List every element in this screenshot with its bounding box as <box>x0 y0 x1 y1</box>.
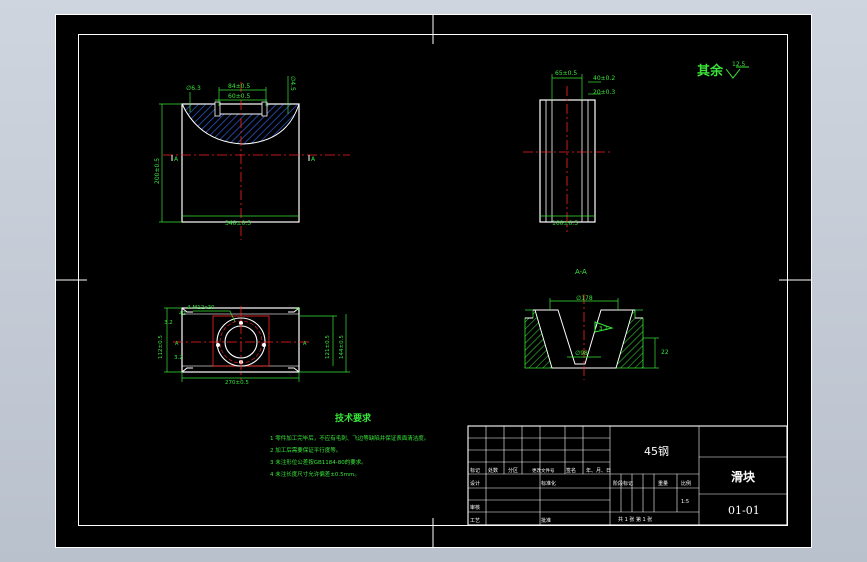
dim-side-65: 65±0.5 <box>555 70 577 77</box>
tb-process: 工艺 <box>470 518 480 524</box>
top-section-marker-right: A <box>303 341 307 347</box>
dim-top-42: 42 <box>179 311 186 317</box>
dim-top-144: 144±0.5 <box>339 335 345 359</box>
front-view: A A 84±0.5 60±0.5 ∅6.3 ∅4.5 200±0.5 340±… <box>154 76 350 240</box>
tb-label-zone: 分区 <box>508 467 518 474</box>
tb-label-date: 年、月、日 <box>586 467 611 474</box>
roughness-note: 其余 12.5 <box>697 61 749 79</box>
dim-top-121: 121±0.5 <box>325 335 331 359</box>
tb-label-mark: 标记 <box>470 467 480 474</box>
dim-top-270: 270±0.5 <box>225 380 249 386</box>
tb-design: 设计 <box>470 480 480 487</box>
tb-standardization: 标准化 <box>541 480 556 487</box>
tech-req-item-4: 4 未注长度尺寸允许偏差±0.5mm。 <box>270 470 360 478</box>
tb-approve: 批准 <box>541 517 551 524</box>
frame-center-marks <box>55 14 812 548</box>
dim-front-84: 84±0.5 <box>228 83 250 90</box>
drawing-sheet: 其余 12.5 A A 84±0.5 60±0.5 ∅6.3 ∅ <box>55 14 812 548</box>
tech-requirements: 技术要求 1 零件加工完毕后，不应有毛刺、飞边等缺陷并保证表面清洁度。 2 加工… <box>270 412 429 478</box>
title-block: 标记 处数 分区 更改文件号 签名 年、月、日 设计 标准化 审核 工艺 批准 … <box>467 425 788 526</box>
dim-front-200: 200±0.5 <box>154 158 161 184</box>
dim-section-d98: ∅98 <box>575 350 588 357</box>
dim-top-thread: 4-M12x20 <box>187 305 215 311</box>
dim-top-roughness-1: 3.2 <box>164 320 173 326</box>
dim-side-40: 40±0.2 <box>593 75 615 82</box>
front-section-marker-right: A <box>311 156 316 163</box>
dim-front-d63: ∅6.3 <box>186 85 201 92</box>
dim-section-d178: ∅178 <box>576 295 593 302</box>
tb-material: 45钢 <box>644 445 669 458</box>
roughness-value: 12.5 <box>732 61 746 68</box>
tech-req-title: 技术要求 <box>335 412 372 424</box>
tb-stage-mark: 阶段标记 <box>613 480 633 487</box>
dim-side-20: 20±0.3 <box>593 89 615 96</box>
tb-scale-label: 比例 <box>681 480 691 487</box>
roughness-label: 其余 <box>697 63 724 79</box>
tb-label-sign: 签名 <box>566 467 576 474</box>
section-view: A-A ∅178 ∅98 3.2 22 <box>524 268 669 380</box>
tb-sheets: 共 1 张 第 1 张 <box>618 516 652 523</box>
dim-front-d45: ∅4.5 <box>289 76 296 91</box>
dim-top-roughness-2: 3.2 <box>174 355 183 361</box>
dim-top-112: 112±0.5 <box>158 335 164 359</box>
top-view: 4-M12x20 42 3.2 112±0.5 3.2 270±0.5 121±… <box>158 305 350 386</box>
dim-section-roughness: 3.2 <box>599 326 608 332</box>
cad-drawing: 其余 12.5 A A 84±0.5 60±0.5 ∅6.3 ∅ <box>55 14 812 548</box>
side-view: 65±0.5 40±0.2 20±0.3 100±0.5 <box>523 70 615 232</box>
tb-label-change-doc: 更改文件号 <box>532 467 555 474</box>
dim-side-100: 100±0.5 <box>552 220 578 227</box>
tb-drawing-no: 01-01 <box>728 504 760 517</box>
tb-part-name: 滑块 <box>731 469 756 484</box>
tb-review: 审核 <box>470 504 480 511</box>
front-section-marker-left: A <box>174 156 179 163</box>
section-label: A-A <box>575 268 587 276</box>
tech-req-item-2: 2 加工后需要保证平行度等。 <box>270 446 341 454</box>
tech-req-item-3: 3 未注形位公差按GB1184-80的要求。 <box>270 458 367 466</box>
top-section-marker-left: A <box>175 341 179 347</box>
dim-front-60: 60±0.5 <box>228 93 250 100</box>
dim-front-340: 340±0.5 <box>225 220 251 227</box>
dim-section-22: 22 <box>661 349 669 356</box>
outer-border <box>55 14 812 548</box>
tb-weight: 重量 <box>658 480 668 487</box>
dim-top-4: 4 <box>296 307 300 313</box>
tb-scale-value: 1:5 <box>681 499 689 505</box>
tech-req-item-1: 1 零件加工完毕后，不应有毛刺、飞边等缺陷并保证表面清洁度。 <box>270 434 429 442</box>
tb-label-count: 处数 <box>488 467 498 474</box>
